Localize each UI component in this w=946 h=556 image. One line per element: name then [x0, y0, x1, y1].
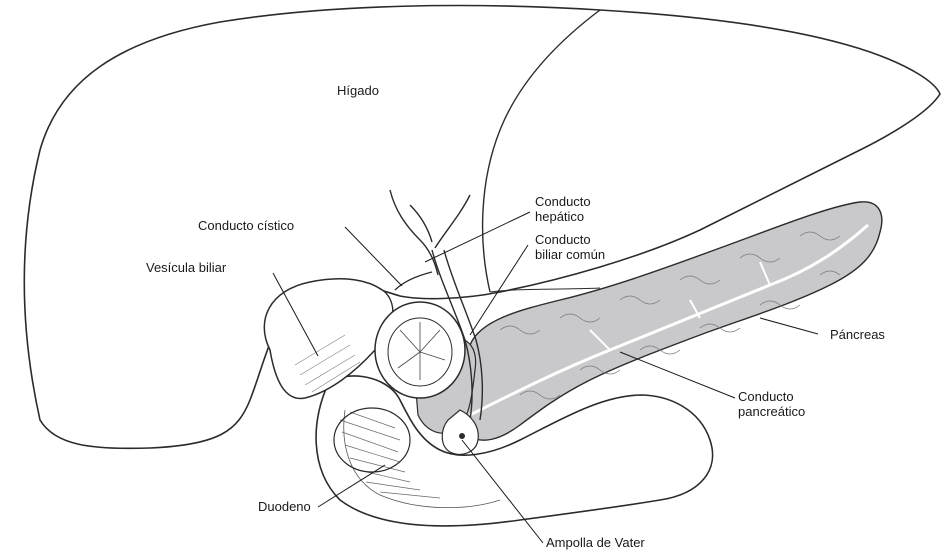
label-gallbladder: Vesícula biliar: [146, 261, 226, 275]
label-duodenum: Duodeno: [258, 500, 311, 514]
leader-pancreatic-duct: [620, 352, 735, 398]
label-pancreatic-duct-line1: Conducto: [738, 390, 794, 404]
label-ampulla: Ampolla de Vater: [546, 536, 645, 550]
label-pancreas: Páncreas: [830, 328, 885, 342]
label-cystic-duct: Conducto cístico: [198, 219, 294, 233]
label-pancreatic-duct-line2: pancreático: [738, 405, 805, 419]
label-hepatic-duct-line2: hepático: [535, 210, 584, 224]
label-hepatic-duct-line1: Conducto: [535, 195, 591, 209]
leader-pancreas: [760, 318, 818, 334]
ampulla-opening: [459, 433, 465, 439]
label-common-bile-duct-line2: biliar común: [535, 248, 605, 262]
label-liver: Hígado: [337, 84, 379, 98]
label-common-bile-duct-line1: Conducto: [535, 233, 591, 247]
